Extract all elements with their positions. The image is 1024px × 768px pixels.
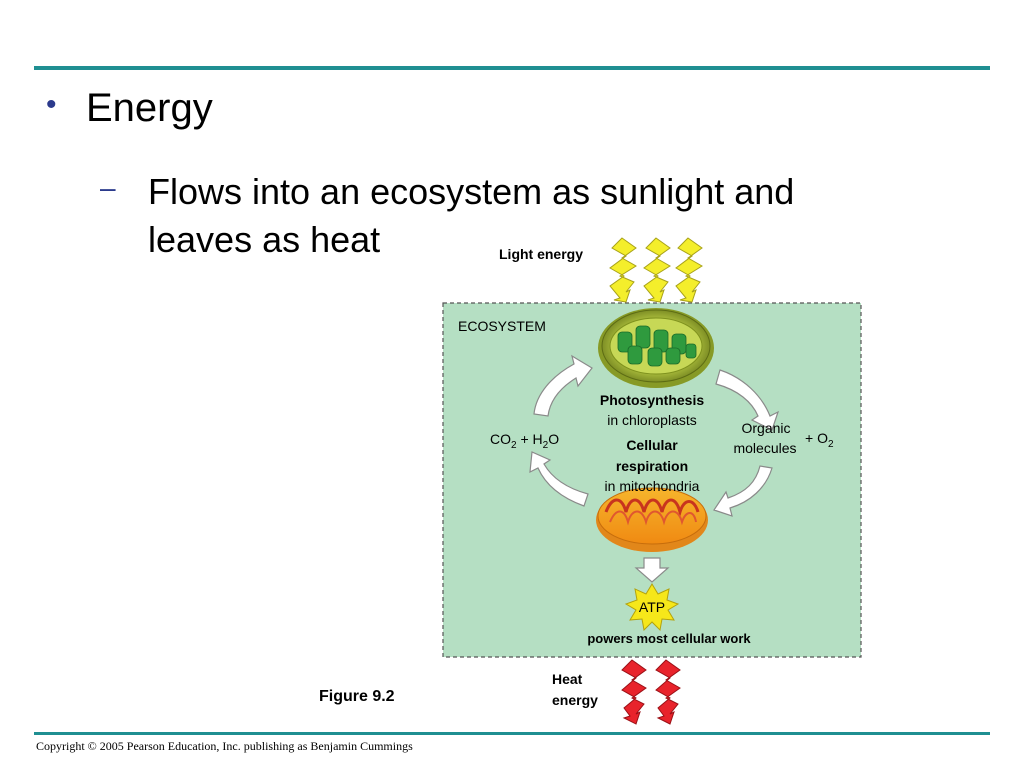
atp-label: ATP [639, 599, 665, 615]
arrow-to-chloroplast [533, 354, 593, 417]
arrow-to-mitochondrion [713, 465, 773, 517]
sub-bullet-text: Flows into an ecosystem as sunlight and … [148, 171, 795, 260]
copyright-text: Copyright © 2005 Pearson Education, Inc.… [36, 739, 413, 753]
arrow-from-mitochondrion [529, 451, 589, 507]
chloroplast-icon [598, 308, 714, 388]
sub-bullet-dash: – [100, 172, 116, 203]
heat-bolt-2 [655, 659, 681, 725]
respiration-label: respiration [616, 458, 688, 474]
organic-label: Organic [741, 420, 790, 436]
mitochondrion-icon [596, 487, 708, 552]
heat-bolt-1 [621, 659, 647, 725]
top-divider [34, 66, 990, 70]
light-energy-label: Light energy [499, 246, 583, 262]
cellular-label: Cellular [626, 437, 678, 453]
o2-label: + O2 [805, 430, 834, 450]
heat-energy-bolts [621, 659, 681, 725]
photosynthesis-label: Photosynthesis [600, 392, 704, 408]
arrow-from-chloroplast [715, 369, 780, 431]
light-bolt-2 [643, 237, 671, 303]
molecules-label: molecules [733, 440, 796, 456]
chloroplasts-label: in chloroplasts [607, 412, 697, 428]
light-bolt-1 [609, 237, 637, 303]
arrow-to-atp [634, 557, 670, 583]
ecosystem-label: ECOSYSTEM [458, 318, 546, 334]
heat-label: Heat [552, 671, 583, 687]
bullet-dot: • [46, 88, 57, 121]
co2-h2o-label: CO2 + H2O [490, 431, 559, 451]
atp-star-icon [624, 583, 680, 632]
bullet-energy: Energy [86, 86, 213, 130]
bottom-divider [34, 732, 990, 735]
light-bolt-3 [675, 237, 703, 303]
cycle-arrows [529, 354, 780, 583]
energy-label: energy [552, 692, 598, 708]
powers-label: powers most cellular work [587, 631, 751, 646]
figure-label: Figure 9.2 [319, 688, 395, 705]
mitochondria-label: in mitochondria [605, 478, 700, 494]
light-energy-bolts [609, 237, 703, 303]
